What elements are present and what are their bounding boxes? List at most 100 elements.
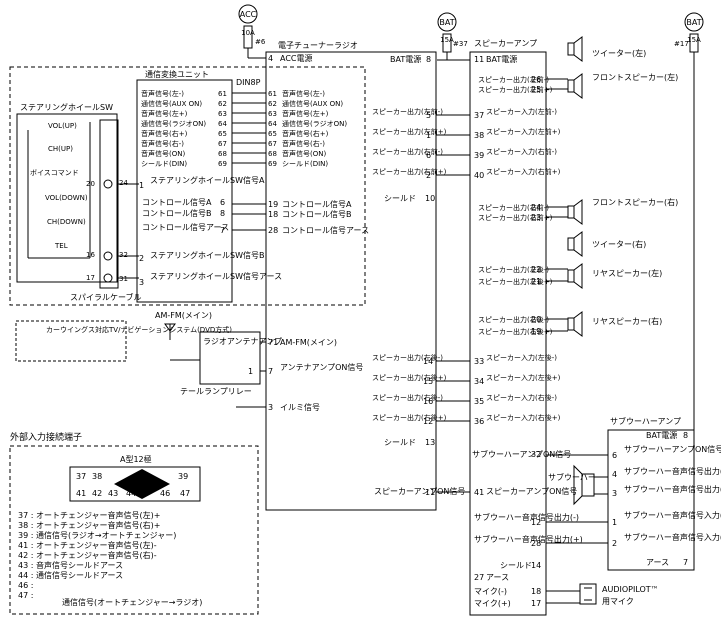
steer-pin-17: 17 xyxy=(86,274,95,282)
radio-output-label: スピーカー出力(左前+) xyxy=(372,127,447,136)
spk-rear-label: スピーカー入力(左後+) xyxy=(486,373,561,382)
shield2-label: シールド xyxy=(384,438,416,447)
spk-bat-label: BAT電源 xyxy=(486,55,517,64)
rear-right-speaker-icon xyxy=(567,311,583,337)
sw-gnd: ステアリングホイールSW信号アース xyxy=(150,271,282,281)
radio-amp-on-label: スピーカーアンプON信号 xyxy=(374,486,465,496)
bat1-source: BAT 15A #37 xyxy=(437,12,470,61)
ctrl-18: 18 xyxy=(268,210,278,219)
sub-on-pin: 32 xyxy=(531,450,541,459)
mic-pos: マイク(+) xyxy=(474,599,511,608)
spk-rear-label: スピーカー入力(右後-) xyxy=(486,393,557,402)
front-l-label: フロントスピーカー(左) xyxy=(592,72,678,82)
ext-type: A型12極 xyxy=(120,454,152,464)
radio-signal-pin: 67 xyxy=(268,140,277,148)
spk-rear-pin: 36 xyxy=(474,417,484,426)
spk-output-pin: 24 xyxy=(531,203,541,212)
spk-rear-pin: 35 xyxy=(474,397,484,406)
steer-pin-24: 24 xyxy=(119,179,128,187)
mic-neg-pin: 18 xyxy=(531,587,541,596)
spk-amp-on-pin: 41 xyxy=(474,488,484,497)
subwoofer-icon xyxy=(573,464,595,506)
sw-signal-b: ステアリングホイールSW信号B xyxy=(150,250,264,260)
spk-input-label: スピーカー入力(右前-) xyxy=(486,147,557,156)
woofer-label: サブウーハー xyxy=(548,472,596,482)
tweeter-left-icon xyxy=(567,36,583,62)
sub-amp-bat: BAT電源 xyxy=(646,431,677,440)
steer-pin-32: 32 xyxy=(119,251,128,259)
spk-rear-label: スピーカー入力(左後-) xyxy=(486,353,557,362)
spk-output-pin: 23 xyxy=(531,213,541,222)
antenna-amp-box xyxy=(199,331,261,385)
sub-amp-out-neg: サブウーハー音声信号出力(-) xyxy=(624,466,721,476)
radio-output-label: スピーカー出力(右前+) xyxy=(372,167,447,176)
ext-legend-line: 43 : 音声信号シールドアース xyxy=(18,560,123,570)
spk-output-pin: 26 xyxy=(531,75,541,84)
steer-btn-4: CH(DOWN) xyxy=(47,218,86,226)
radio-rear-label: スピーカー出力(左後-) xyxy=(372,353,443,362)
radio-signal-label: シールド(DIN) xyxy=(282,160,328,168)
speaker-amp-box xyxy=(469,51,547,616)
spk-input-label: スピーカー入力(左前+) xyxy=(486,127,561,136)
ctrl-a: コントロール信号A xyxy=(142,197,212,207)
front-right-speaker-icon xyxy=(567,199,583,225)
ext-legend-line: 39 : 通信信号(ラジオ→オートチェンジャー) xyxy=(18,530,176,540)
radio-output-pin: 1 xyxy=(426,131,431,140)
conv-unit-box xyxy=(136,79,233,303)
bat2-source: BAT 15A #17 xyxy=(674,12,704,434)
ext-pin: 44 xyxy=(126,489,136,498)
radio-output-pin: 2 xyxy=(426,171,431,180)
spiral-cable-box xyxy=(99,119,119,289)
sub-amp-on-label: サブウーハーアンプON信号 xyxy=(624,444,721,454)
illumi-label: イルミ信号 xyxy=(280,402,320,412)
conv-signal-label: 音声信号(ON) xyxy=(141,149,185,158)
acc-fuse-mark: #6 xyxy=(255,38,266,46)
rear-l-label: リヤスピーカー(左) xyxy=(592,268,662,278)
ext-legend-line: 38 : オートチェンジャー音声信号(右)+ xyxy=(18,520,161,530)
ext-legend: 37 : オートチェンジャー音声信号(左)+38 : オートチェンジャー音声信号… xyxy=(18,510,176,600)
spk-output-label: スピーカー出力(左後-) xyxy=(478,265,549,274)
ext-legend-line: 44 : 通信信号シールドアース xyxy=(18,570,123,580)
steer-btn-0: VOL(UP) xyxy=(48,122,77,130)
steer-btn-3: VOL(DOWN) xyxy=(45,194,88,202)
radio-rear-pin: 15 xyxy=(423,377,433,386)
ext-pin: 47 xyxy=(180,489,190,498)
conv-signal-pin: 69 xyxy=(218,160,227,168)
spk-input-pin: 38 xyxy=(474,131,484,140)
carwings-note: カーウイングス対応TV/ナビゲーションシステム(DVD方式) xyxy=(46,325,232,334)
radio-rear-pin: 12 xyxy=(423,417,433,426)
ctrl-28-label: コントロール信号アース xyxy=(282,225,369,235)
mic-title: AUDIOPILOT™ xyxy=(602,585,659,594)
nav-system-frame xyxy=(9,66,366,306)
spk-input-pin: 39 xyxy=(474,151,484,160)
spk-bat-pin: 11 xyxy=(474,55,484,64)
spk-rear-label: スピーカー入力(右後+) xyxy=(486,413,561,422)
ctrl-b-pin: 8 xyxy=(220,209,225,218)
radio-output-pin: 5 xyxy=(426,111,431,120)
sub-amp-gnd-pin: 7 xyxy=(683,558,688,567)
mic-neg: マイク(-) xyxy=(474,587,507,596)
spk-shield-pin: 14 xyxy=(531,561,541,570)
carwings-legend-box xyxy=(15,320,127,362)
ext-pin: 41 xyxy=(76,489,86,498)
radio-output-label: スピーカー出力(左前-) xyxy=(372,107,443,116)
steer-btn-1: CH(UP) xyxy=(48,145,73,153)
sub-out-neg: サブウーハー音声信号出力(-) xyxy=(474,512,579,522)
sub-amp-in-neg-pin: 1 xyxy=(612,518,617,527)
steer-pin-20: 20 xyxy=(86,180,95,188)
spk-gnd-label: アース xyxy=(486,573,509,582)
front-r-label: フロントスピーカー(右) xyxy=(592,197,678,207)
ctrl-19: 19 xyxy=(268,200,278,209)
radio-rear-pin: 14 xyxy=(423,357,433,366)
acc-source: ACC 10A #6 xyxy=(238,4,266,59)
radio-rear-pin: 16 xyxy=(423,397,433,406)
radio-output-label: スピーカー出力(右前-) xyxy=(372,147,443,156)
radio-signal-label: 通信信号(AUX ON) xyxy=(282,99,343,108)
ext-pin: 46 xyxy=(160,489,170,498)
sub-amp-on-pin: 6 xyxy=(612,451,617,460)
ext-brace-label: 通信信号(オートチェンジャー→ラジオ) xyxy=(62,597,202,607)
tweeter-r-label: ツイーター(右) xyxy=(592,239,646,249)
spk-input-label: スピーカー入力(左前-) xyxy=(486,107,557,116)
radio-acc-label: ACC電源 xyxy=(280,54,313,63)
